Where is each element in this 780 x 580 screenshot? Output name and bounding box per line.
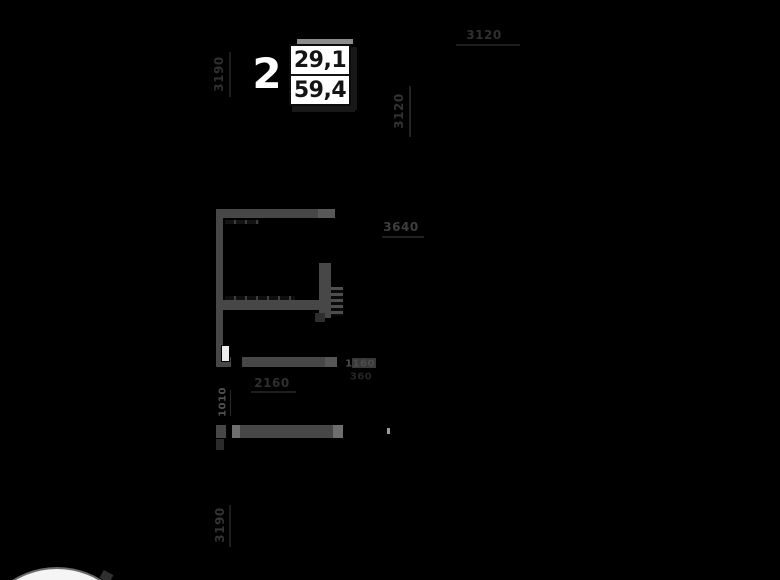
wall-stub [315,313,325,322]
dimension-line-left-top [229,52,231,97]
radiator-hatch-symbol [331,287,343,316]
unit-box-shadow-bottom [292,106,355,112]
middle-partition-wall [216,357,337,367]
dimension-label-left-bottom: 3190 [213,507,227,543]
window-symbol-top [225,220,259,224]
bottom-wall-right-cap [333,425,343,438]
compass-notch [99,569,114,580]
room-top-wall-end [318,209,335,218]
bottom-wall-left-cap [232,425,240,438]
dimension-line-left-bottom [229,505,231,547]
fixture-white-box [221,345,230,362]
dimension-label-left-top: 3190 [212,56,226,92]
dimension-line-mid-right [382,236,424,238]
bottom-wall-bar [232,425,333,438]
unit-box-shadow-right [351,47,357,110]
room-left-wall [216,209,223,367]
unit-rooms-count: 2 [252,49,282,98]
window-symbol-bottom [225,296,295,300]
dimension-label-small-b: 360 [349,371,373,383]
dimension-label-left-mid: 1010 [217,387,229,417]
dimension-line-right [409,86,411,137]
bottom-wall-lower-bit [216,439,224,450]
dimension-small-backplate [352,358,376,368]
door-hinge-dot [387,428,390,434]
dimension-label-top: 3120 [466,28,502,42]
dimension-line-top [456,44,520,46]
unit-card-top-strip [297,39,353,44]
dimension-label-mid-right: 3640 [383,220,419,234]
dimension-line-left-mid [230,390,231,416]
unit-area-box: 29,1 59,4 [289,44,351,106]
room-top-wall [217,209,335,218]
compass-circle [0,567,141,580]
right-partition-wall [319,263,331,318]
dimension-label-room-width: 2160 [254,376,290,390]
dimension-label-right: 3120 [392,93,406,129]
dimension-line-room-width [251,391,296,393]
unit-total-area: 59,4 [293,77,347,103]
unit-living-area: 29,1 [291,46,349,76]
dimension-label-small-a: 1160 [345,358,375,370]
middle-wall-end [325,357,337,367]
bottom-wall-left-stub [216,425,226,438]
door-opening-gap [231,357,242,367]
room-bottom-wall [222,300,330,310]
